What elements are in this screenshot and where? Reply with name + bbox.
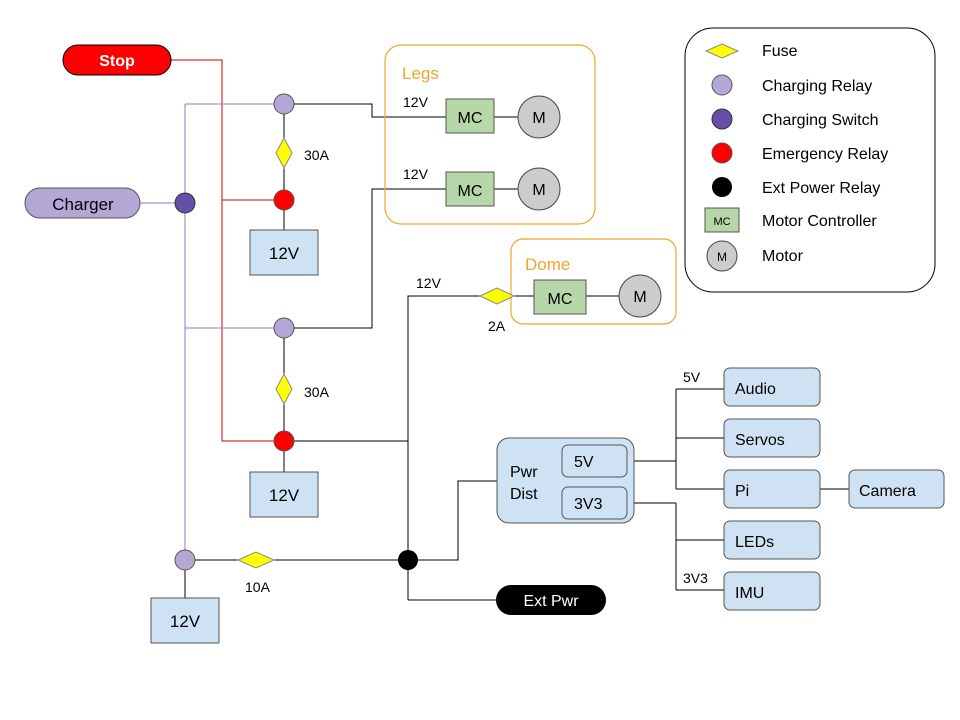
- voltage-label: 12V: [416, 275, 442, 291]
- motor: M: [618, 274, 662, 318]
- legs-group: Legs: [384, 44, 596, 225]
- pwr-dist: Pwr Dist 5V 3V3: [496, 437, 635, 524]
- pwr-dist-title: Dist: [510, 486, 538, 503]
- fuse-rating: 2A: [488, 318, 506, 334]
- ext-power-relay: [398, 550, 418, 570]
- battery-label: 12V: [269, 486, 300, 505]
- motor-label: M: [532, 110, 545, 127]
- rail-5v: 5V: [574, 454, 594, 471]
- stop-wire-lower: [221, 200, 284, 442]
- ext-pwr-label: Ext Pwr: [523, 593, 579, 610]
- svg-text:Camera: Camera: [859, 483, 916, 500]
- ext-power-relay-icon: [712, 177, 732, 197]
- legend-label: Emergency Relay: [762, 146, 888, 163]
- charging-switch-icon: [711, 108, 733, 130]
- mc-label: MC: [548, 291, 573, 308]
- fuse: 30A: [275, 372, 330, 406]
- motor-label: M: [532, 182, 545, 199]
- legend-label: Charging Switch: [762, 112, 879, 129]
- motor-controller: MC: [445, 98, 495, 134]
- charging-relay: [273, 317, 295, 339]
- voltage-label: 12V: [403, 94, 429, 110]
- mc-label: MC: [458, 183, 483, 200]
- stop-label: Stop: [99, 53, 135, 70]
- device-pi: Pi: [723, 469, 821, 509]
- voltage-label: 5V: [683, 369, 701, 385]
- device-servos: Servos: [723, 418, 821, 458]
- mc-label: MC: [458, 110, 483, 127]
- voltage-label: 12V: [403, 166, 429, 182]
- device-audio: Audio: [723, 367, 821, 407]
- motor: M: [517, 167, 561, 211]
- motor-controller: MC: [445, 171, 495, 207]
- legend: Fuse Charging Relay Charging Switch Emer…: [684, 27, 936, 293]
- emergency-relay: [273, 189, 295, 211]
- charging-switch: [174, 192, 196, 214]
- fuse: 2A: [478, 287, 516, 334]
- dome-group-box: [510, 238, 677, 325]
- motor-glyph: M: [717, 250, 727, 264]
- voltage-label: 3V3: [683, 570, 708, 586]
- stop-wire: [170, 59, 284, 201]
- battery: 12V: [249, 229, 319, 276]
- motor: M: [517, 95, 561, 139]
- fuse-rating: 10A: [245, 579, 271, 595]
- fuse: 30A: [275, 136, 330, 170]
- svg-text:IMU: IMU: [735, 585, 764, 602]
- fuse-rating: 30A: [304, 147, 330, 163]
- device-leds: LEDs: [723, 520, 821, 560]
- charging-relay: [174, 549, 196, 571]
- motor-controller-icon: [704, 207, 740, 233]
- battery: 12V: [150, 597, 220, 644]
- svg-text:Pi: Pi: [735, 483, 749, 500]
- charger-label: Charger: [52, 195, 114, 214]
- legend-label: Fuse: [762, 43, 798, 60]
- fuse-icon: [704, 43, 740, 59]
- emergency-relay: [273, 430, 295, 452]
- stop-button: Stop: [62, 44, 172, 76]
- charger: Charger: [24, 187, 141, 219]
- fuse: 10A: [236, 551, 276, 595]
- legend-label: Motor Controller: [762, 213, 877, 230]
- charging-relay-icon: [711, 74, 733, 96]
- legend-label: Charging Relay: [762, 78, 872, 95]
- fuse-rating: 30A: [304, 384, 330, 400]
- device-camera: Camera: [848, 469, 945, 509]
- legend-label: Ext Power Relay: [762, 180, 880, 197]
- ext-pwr: Ext Pwr: [496, 585, 606, 615]
- battery-label: 12V: [269, 244, 300, 263]
- rail-3v3: 3V3: [574, 496, 603, 513]
- charging-relay: [273, 93, 295, 115]
- motor-icon: [706, 240, 738, 272]
- motor-label: M: [633, 289, 646, 306]
- svg-text:Audio: Audio: [735, 381, 776, 398]
- svg-text:Servos: Servos: [735, 432, 785, 449]
- pwr-dist-title: Pwr: [510, 464, 538, 481]
- legs-group-label: Legs: [402, 64, 439, 83]
- battery: 12V: [249, 471, 319, 518]
- mc-glyph: MC: [713, 216, 730, 228]
- legend-label: Motor: [762, 248, 804, 265]
- dome-group-label: Dome: [525, 255, 570, 274]
- dome-group: Dome: [510, 238, 677, 325]
- battery-label: 12V: [170, 612, 201, 631]
- motor-controller: MC: [533, 279, 587, 315]
- legs-group-box: [384, 44, 596, 225]
- device-imu: IMU: [723, 571, 821, 611]
- emergency-relay-icon: [711, 142, 733, 164]
- svg-text:LEDs: LEDs: [735, 534, 774, 551]
